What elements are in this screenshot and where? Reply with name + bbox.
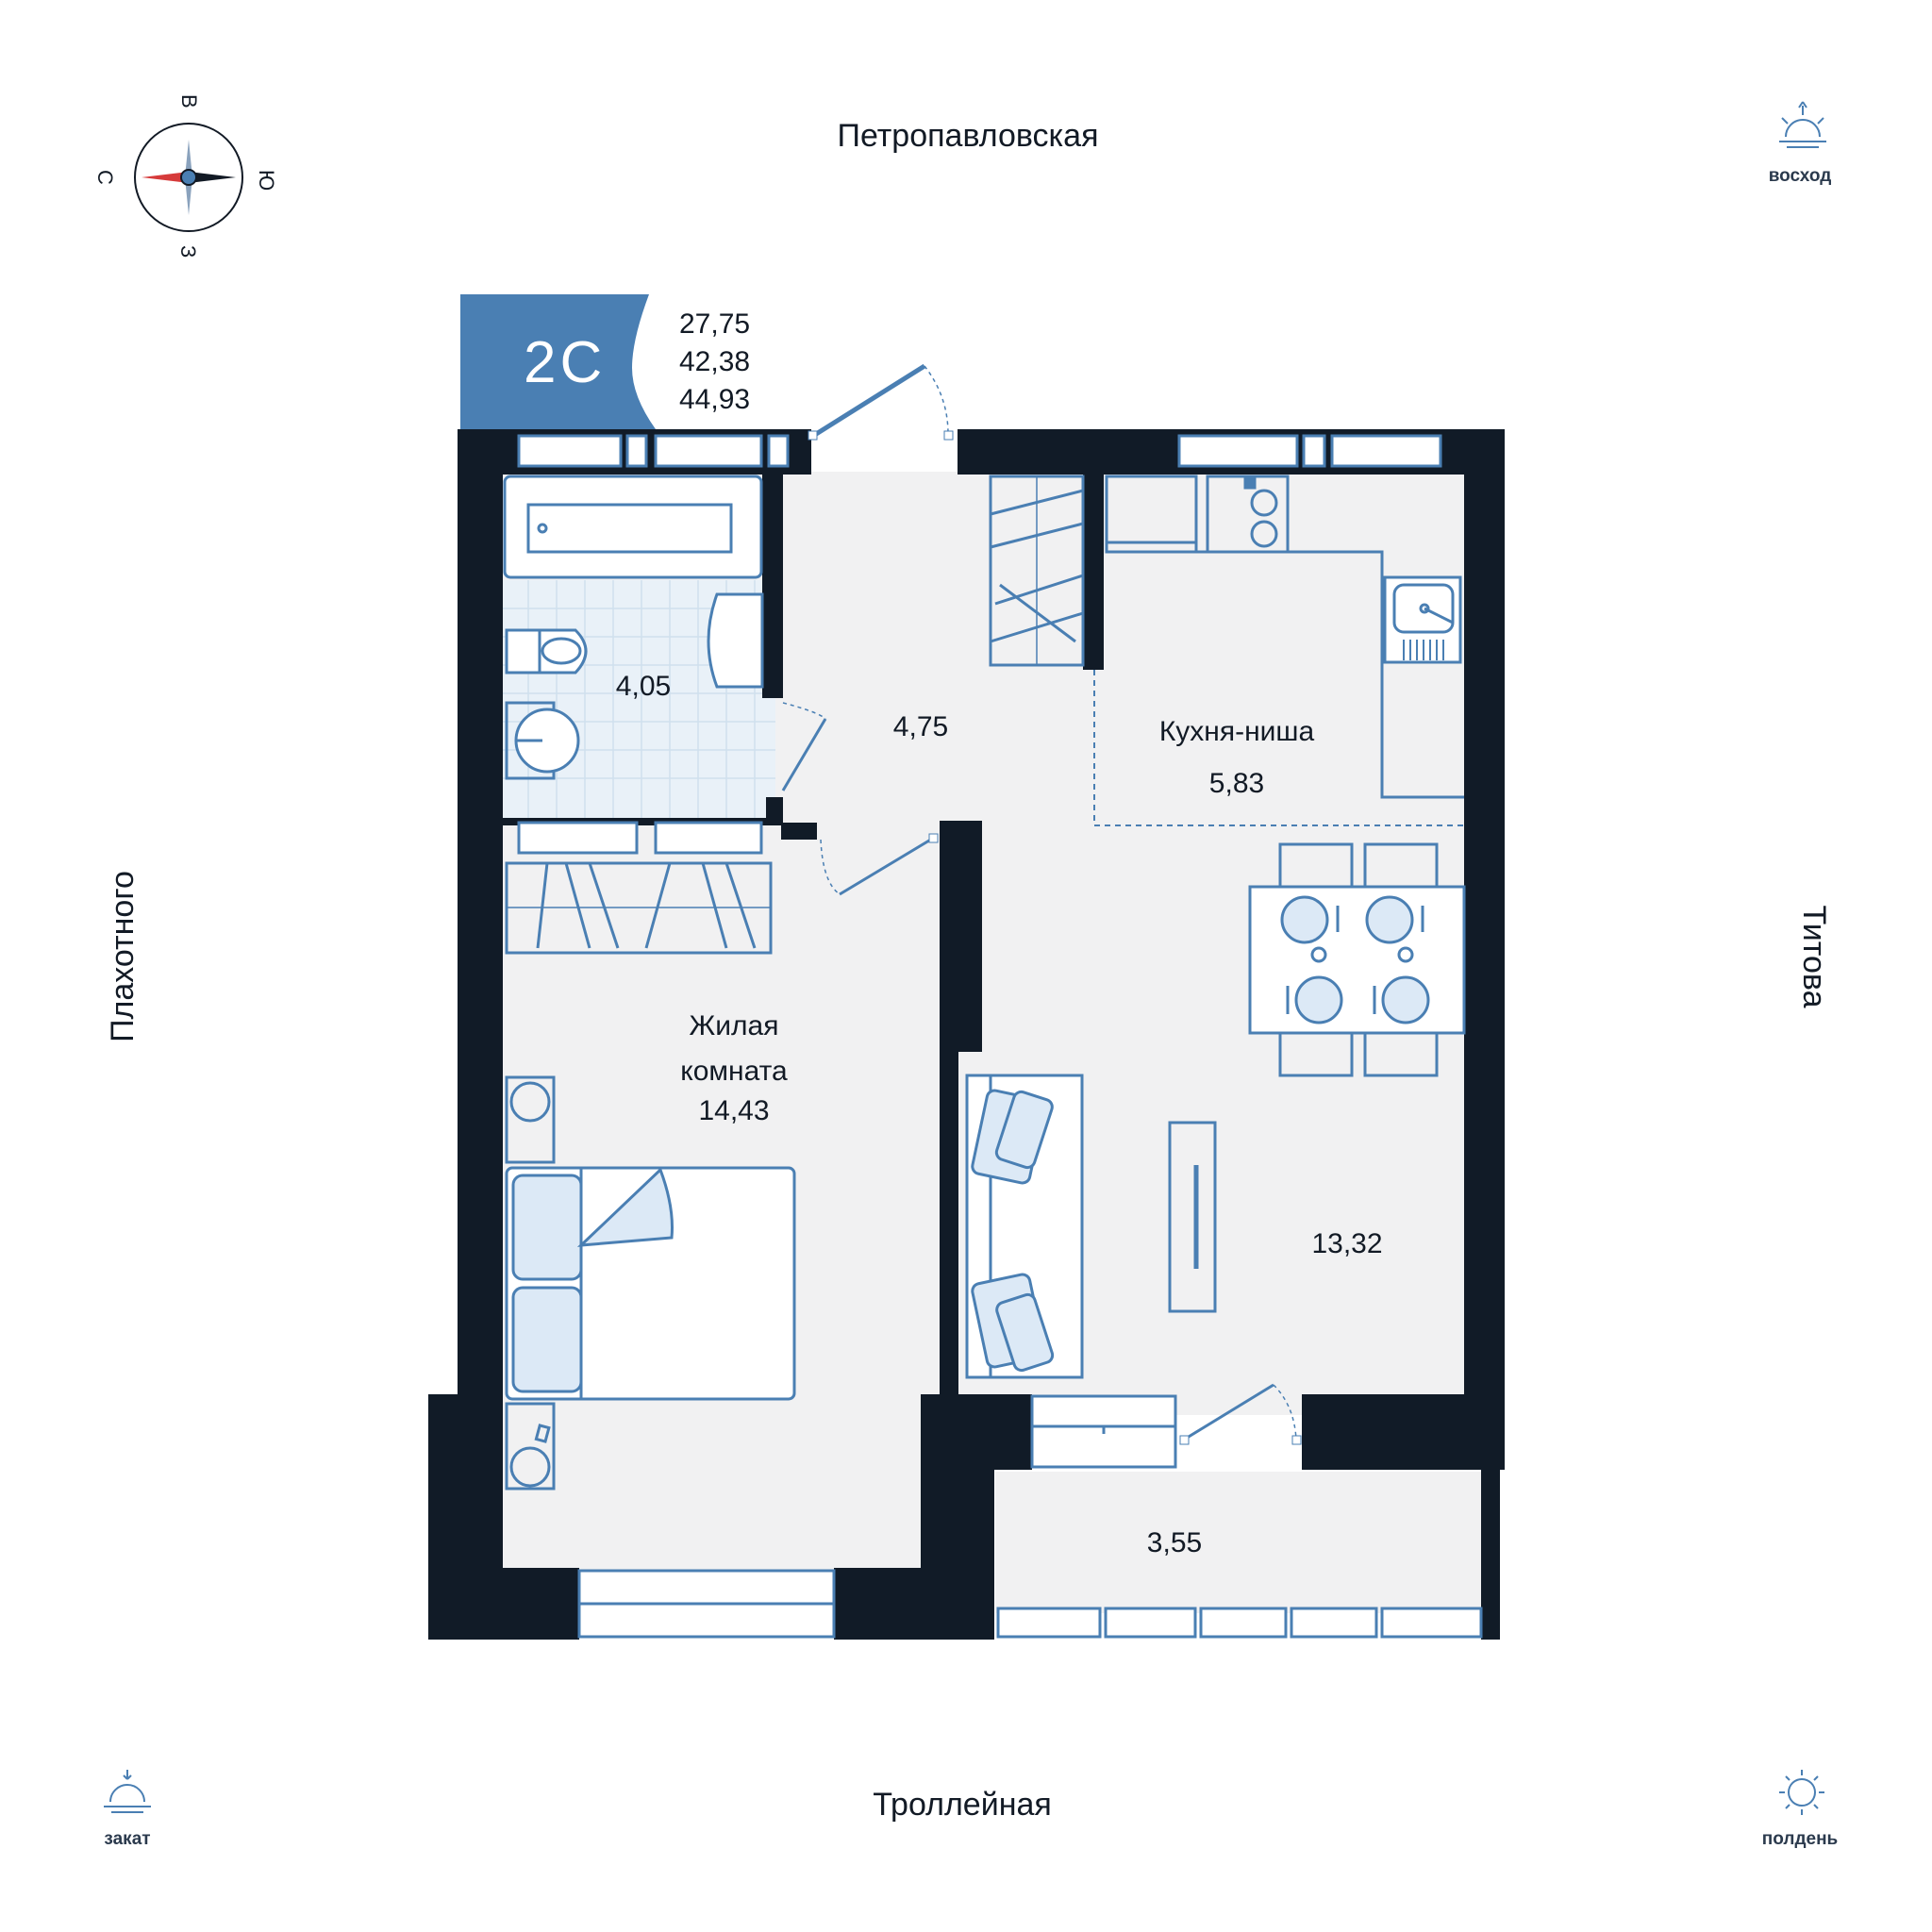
furniture	[503, 475, 1466, 1491]
sunrise-label: восход	[1769, 166, 1832, 186]
badge-area-total: 42,38	[679, 346, 750, 377]
windows	[517, 434, 1483, 1639]
badge-area-full: 44,93	[679, 384, 750, 415]
compass-right: Ю	[255, 170, 278, 191]
street-west: Плахотного	[105, 871, 141, 1042]
kitchen-unit	[1105, 475, 1464, 799]
toilet	[505, 628, 541, 675]
common-area: 13,32	[1311, 1228, 1382, 1259]
street-east: Титова	[1796, 906, 1832, 1008]
sunrise-icon	[1779, 101, 1826, 148]
doors	[781, 363, 1302, 1445]
kitchen-name: Кухня-ниша	[1159, 716, 1315, 747]
bathroom-area: 4,05	[616, 671, 671, 702]
apartment-badge: 2С 27,75 42,38 44,93	[460, 294, 750, 429]
compass: В С Ю З	[93, 94, 278, 258]
living-wardrobe	[505, 861, 773, 955]
street-south: Троллейная	[873, 1787, 1052, 1823]
living-area: 14,43	[698, 1095, 769, 1126]
noon-sun-icon	[1779, 1770, 1824, 1815]
hall-area: 4,75	[893, 711, 948, 742]
kitchen-boundary	[1093, 670, 1464, 826]
badge-area-living: 27,75	[679, 308, 750, 340]
kitchen-area: 5,83	[1209, 768, 1264, 799]
street-north: Петропавловская	[838, 118, 1099, 154]
noon-label: полдень	[1762, 1829, 1838, 1849]
dining-table	[1248, 842, 1466, 1077]
compass-left: С	[93, 170, 117, 185]
sofa	[965, 1074, 1084, 1379]
compass-bottom: З	[176, 245, 200, 258]
compass-top: В	[177, 94, 201, 108]
balcony-area: 3,55	[1147, 1527, 1202, 1558]
tv-stand	[1168, 1121, 1217, 1313]
bathtub	[503, 475, 763, 579]
sunset-label: закат	[104, 1829, 150, 1849]
living-name-line2: комната	[680, 1056, 788, 1087]
washing-machine	[707, 592, 764, 689]
living-name-line1: Жилая	[690, 1010, 779, 1041]
sunset-icon	[104, 1770, 151, 1813]
bed	[505, 1075, 796, 1491]
balcony-cabinet	[1030, 1394, 1177, 1469]
badge-type: 2С	[524, 330, 606, 395]
hall-wardrobe	[989, 475, 1085, 667]
